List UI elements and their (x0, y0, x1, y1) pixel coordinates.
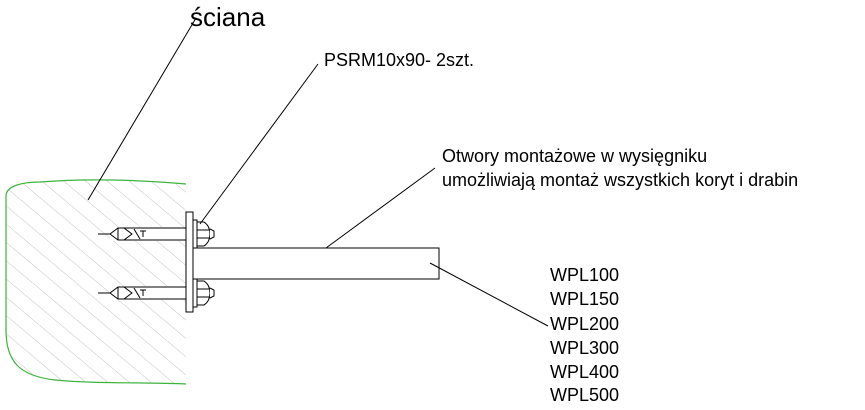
anchor-bolt-lower (98, 286, 187, 300)
holes-note-line1: Otwory montażowe w wysięgniku (442, 146, 707, 166)
holes-note-line2: umożliwiają montaż wszystkich koryt i dr… (442, 170, 798, 190)
model-item: WPL150 (550, 289, 619, 309)
leader-models (429, 262, 549, 327)
model-item: WPL400 (550, 362, 619, 382)
leader-wall (87, 17, 197, 201)
cantilever-arm (192, 247, 440, 280)
model-item: WPL200 (550, 314, 619, 334)
leader-holes (325, 167, 436, 249)
anchor-bolt-upper (98, 227, 187, 241)
leader-anchor (199, 63, 319, 225)
model-list: WPL100 WPL150 WPL200 WPL300 WPL400 WPL50… (550, 265, 619, 405)
nut-lower (192, 278, 215, 308)
wall-label: ściana (190, 2, 266, 32)
leader-lines (87, 17, 549, 327)
model-item: WPL500 (550, 385, 619, 405)
anchor-label: PSRM10x90- 2szt. (324, 50, 474, 70)
model-item: WPL100 (550, 265, 619, 285)
wall-outline (5, 179, 187, 385)
base-plate (185, 211, 194, 313)
nut-upper (192, 219, 215, 249)
wall-section (5, 179, 187, 385)
wall-hatch (6, 179, 186, 384)
model-item: WPL300 (550, 338, 619, 358)
